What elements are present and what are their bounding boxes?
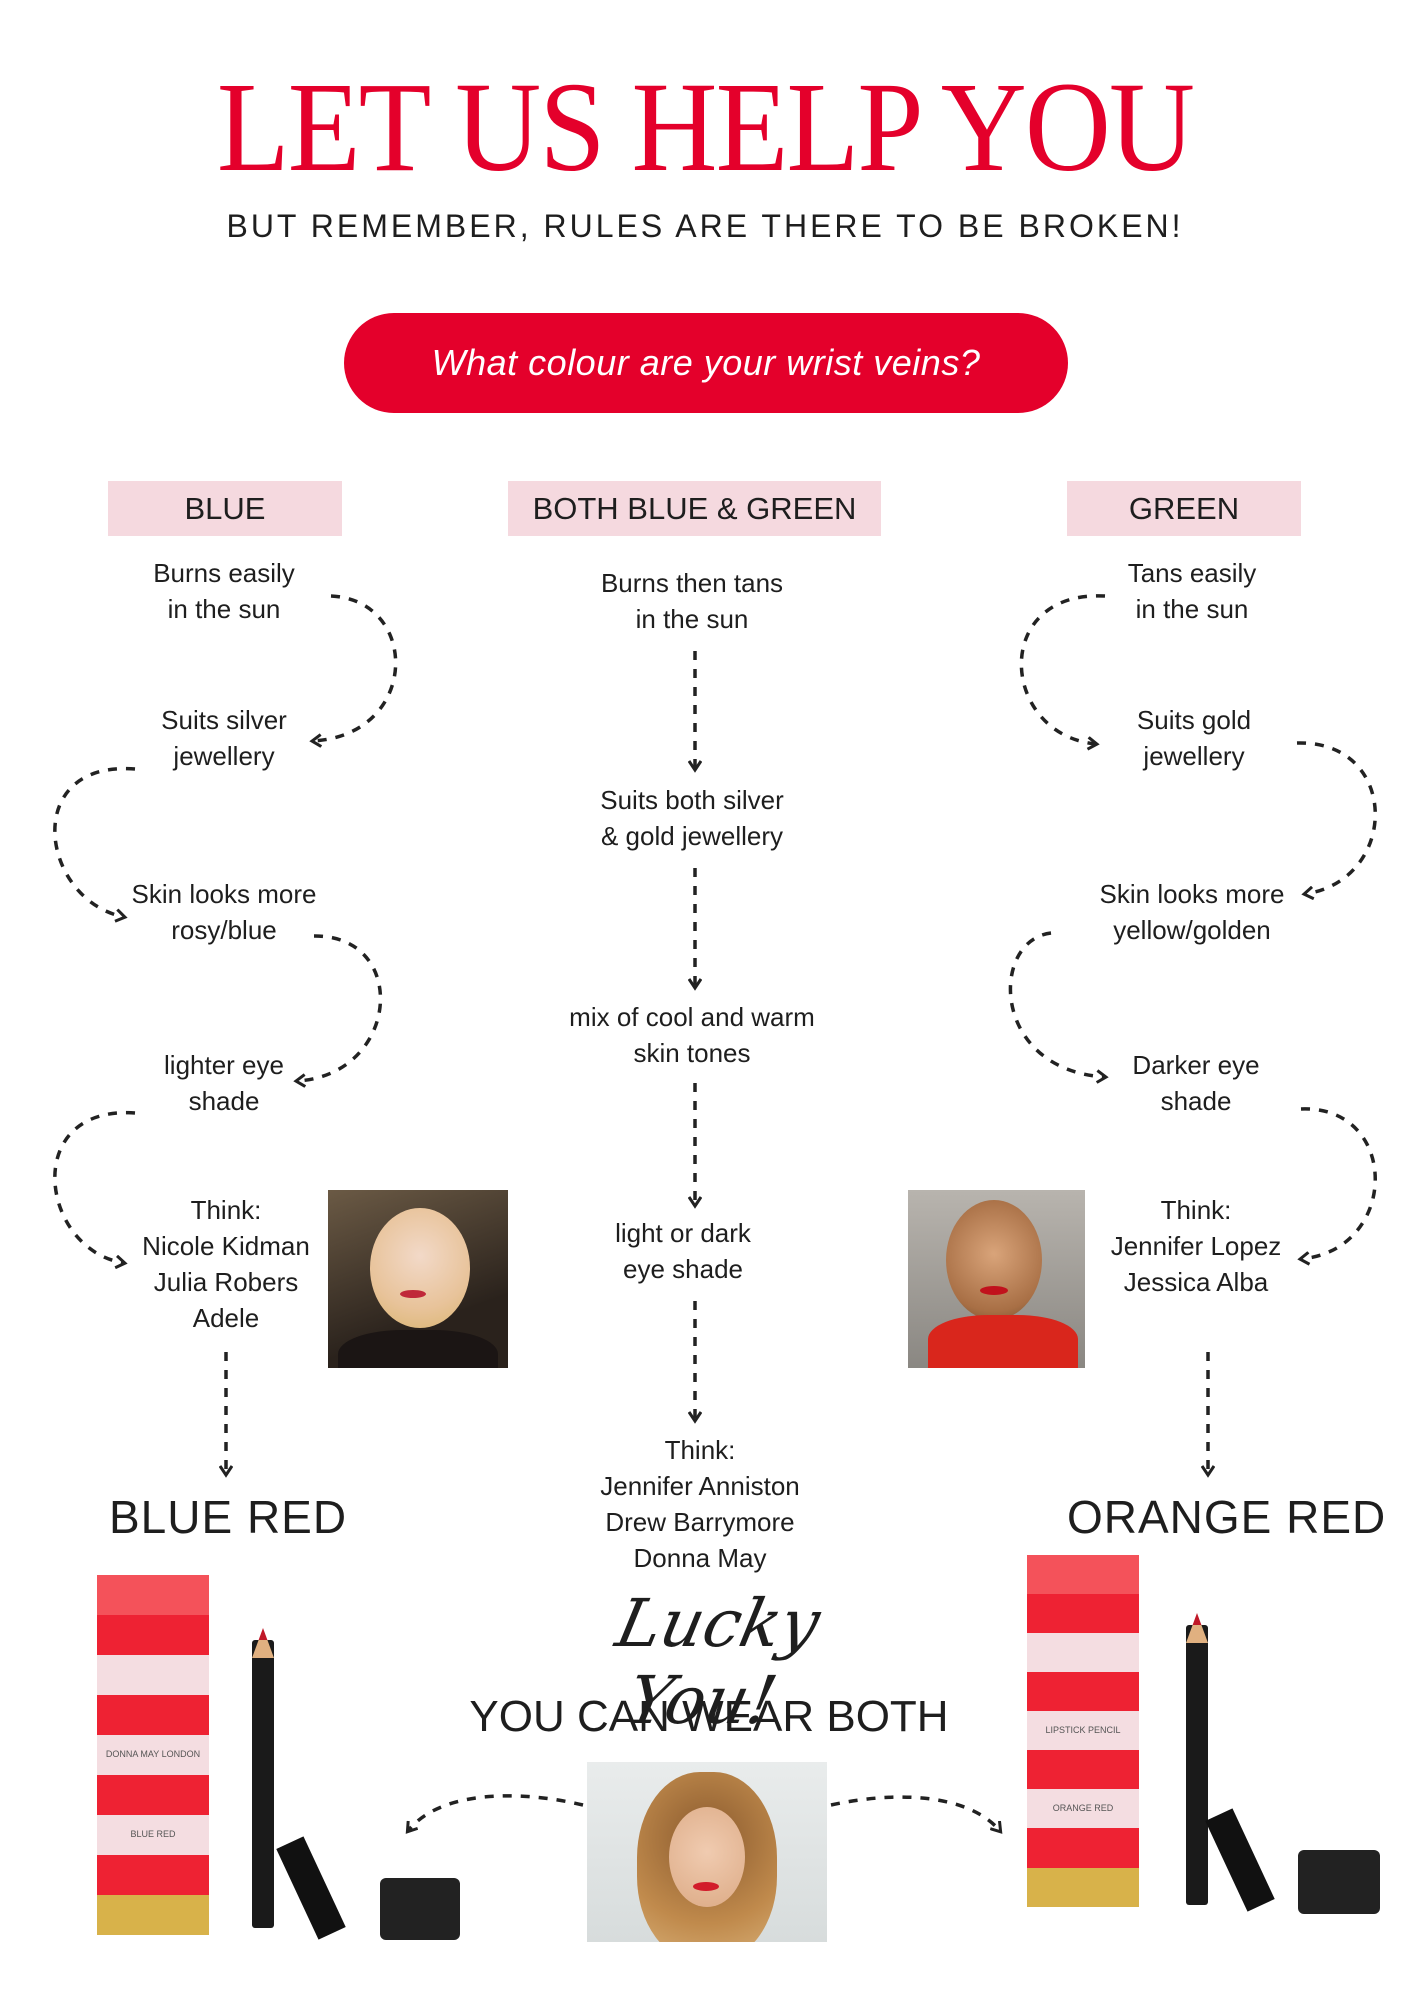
blue-celebrities: Think: Nicole Kidman Julia Robers Adele [142, 1195, 310, 1333]
heading-both: BOTH BLUE & GREEN [508, 481, 881, 536]
green-celebrities: Think: Jennifer Lopez Jessica Alba [1110, 1195, 1282, 1297]
result-wear-both: YOU CAN WEAR BOTH [469, 1692, 949, 1741]
arrow-both-left [408, 1794, 584, 1831]
heading-blue: BLUE [108, 481, 342, 536]
page-title: LET US HELP YOU [216, 56, 1195, 198]
arrow-green-2 [1296, 741, 1377, 894]
both-step-3: mix of cool and warm skin tones [569, 1002, 815, 1068]
nicole-kidman-photo [328, 1190, 508, 1368]
result-orange-red: ORANGE RED [1067, 1491, 1387, 1543]
both-celebrities: Think: Jennifer Anniston Drew Barrymore … [600, 1435, 800, 1573]
box-type-label: LIPSTICK PENCIL [1045, 1725, 1121, 1736]
sharpener [380, 1878, 460, 1940]
both-step-2: Suits both silver & gold jewellery [600, 785, 784, 851]
arrow-blue-4 [53, 1111, 136, 1263]
sharpener [1298, 1850, 1380, 1914]
arrow-both-right [830, 1795, 1000, 1831]
box-brand-label: DONNA MAY LONDON [105, 1749, 201, 1760]
arrow-blue-3 [297, 934, 383, 1081]
orange-red-product-box: LIPSTICK PENCIL ORANGE RED [1027, 1555, 1139, 1907]
green-step-4: Darker eye shade [1132, 1050, 1260, 1116]
arrow-green-1 [1019, 594, 1106, 744]
arrow-blue-1 [313, 594, 398, 741]
blue-step-2: Suits silver jewellery [161, 705, 287, 771]
jennifer-lopez-photo [908, 1190, 1085, 1368]
both-step-1: Burns then tans in the sun [600, 568, 784, 634]
green-step-3: Skin looks more yellow/golden [1099, 879, 1285, 945]
green-step-2: Suits gold jewellery [1136, 705, 1252, 771]
heading-green: GREEN [1067, 481, 1301, 536]
blue-step-1: Burns easily in the sun [153, 558, 295, 624]
box-shade-label: BLUE RED [130, 1829, 176, 1840]
result-blue-red: BLUE RED [109, 1491, 348, 1543]
blue-step-3: Skin looks more rosy/blue [131, 879, 317, 945]
box-shade-label: ORANGE RED [1052, 1803, 1114, 1814]
green-step-1: Tans easily in the sun [1127, 558, 1257, 624]
drew-barrymore-photo [587, 1762, 827, 1942]
blue-red-product-box: DONNA MAY LONDON BLUE RED [97, 1575, 209, 1935]
page-subtitle: BUT REMEMBER, RULES ARE THERE TO BE BROK… [226, 208, 1184, 244]
arrow-blue-2 [53, 767, 136, 917]
both-step-4: light or dark eye shade [615, 1218, 751, 1284]
arrow-green-4 [1301, 1107, 1377, 1259]
question-banner: What colour are your wrist veins? [344, 313, 1068, 413]
blue-step-4: lighter eye shade [164, 1050, 284, 1116]
arrow-green-3 [1008, 931, 1105, 1077]
